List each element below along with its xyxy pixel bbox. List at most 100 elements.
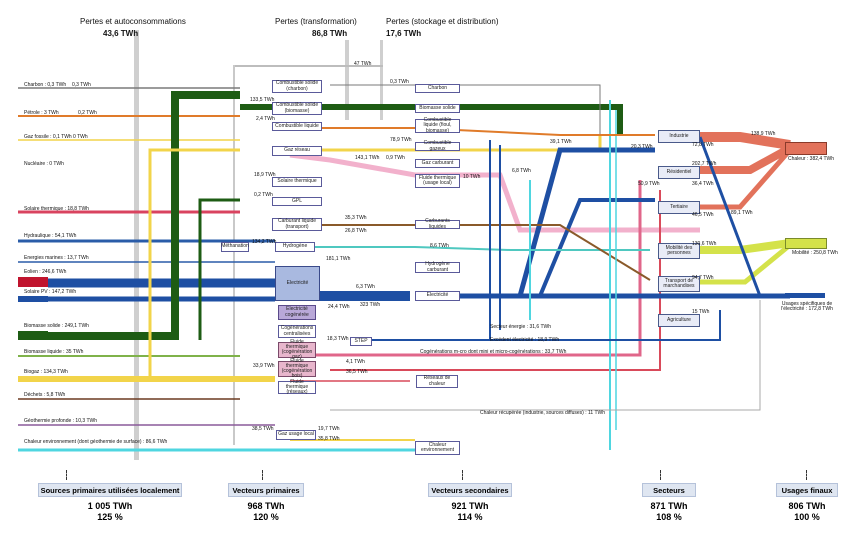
flow-label: 19,7 TWh — [318, 426, 340, 432]
sector-box: Industrie — [658, 130, 700, 143]
flow-label: 143,1 TWh — [355, 155, 380, 161]
footer-twh: 968 TWh — [247, 501, 285, 511]
secondary-vector-box: Electricité — [415, 291, 460, 301]
flow-label: 4,1 TWh — [346, 359, 365, 365]
footer-arrow — [262, 470, 264, 480]
flow-label: 36,4 TWh — [692, 181, 714, 187]
source-label: Pétrole : 3 TWh — [24, 110, 59, 116]
loss-value-autoconsommations: 43,6 TWh — [103, 29, 139, 38]
primary-vector-box: Electricité cogénérée — [278, 305, 316, 320]
footer-twh: 806 TWh — [788, 501, 826, 511]
footer-label: Vecteurs primaires — [228, 483, 304, 497]
note-label: Cogénérations m-cro dont mini et micro-c… — [420, 349, 567, 355]
loss-bar-2 — [345, 40, 349, 120]
flow-label: 18,3 TWh — [327, 336, 349, 342]
flow-label: 38,5 TWh — [252, 426, 274, 432]
flow-label: 78,9 TWh — [390, 137, 412, 143]
secondary-vector-box: Biomasse solide — [415, 104, 460, 113]
footer-label: Sources primaires utilisées localement — [38, 483, 182, 497]
final-use-label: Mobilité : 250,8 TWh — [792, 250, 838, 256]
flow-label: 20,3 TWh — [631, 144, 653, 150]
source-label: Gaz fossile : 0,1 TWh — [24, 134, 72, 140]
flow-label: 6,3 TWh — [356, 284, 375, 290]
flow-label: 50,9 TWh — [638, 181, 660, 187]
secondary-vector-box: Charbon — [415, 84, 460, 93]
sector-box: Transport de marchandises — [658, 276, 700, 292]
flow-label: 24,4 TWh — [328, 304, 350, 310]
primary-vector-box: Gaz usage local — [276, 430, 316, 440]
loss-title-stockage: Pertes (stockage et distribution) — [386, 17, 499, 26]
primary-vector-box: Réseaux de chaleur — [416, 375, 458, 388]
secondary-vector-box: Hydrogène carburant — [415, 262, 460, 273]
flow-label: 6,8 TWh — [512, 168, 531, 174]
flow-label: 0,9 TWh — [386, 155, 405, 161]
source-label: Charbon : 0,3 TWh — [24, 82, 67, 88]
secondary-vector-box: Carburants liquides — [415, 219, 460, 229]
final-use-label: Usages spécifiques de l'électricité : 17… — [781, 301, 833, 312]
footer-pct: 108 % — [656, 512, 682, 522]
flow-label: 0,3 TWh — [72, 82, 91, 88]
source-label: Hydraulique : 54,1 TWh — [24, 233, 77, 239]
primary-vector-box: Combustible solide (charbon) — [272, 80, 322, 93]
final-use-bar-chaleur — [785, 142, 827, 155]
flow-label: 138,9 TWh — [751, 131, 776, 137]
secondary-vector-box: Chaleur environnement — [415, 441, 460, 455]
flow-label: 202,7 TWh — [692, 161, 717, 167]
source-label: Energies marines : 13,7 TWh — [24, 255, 89, 261]
note-label: Secteur énergie : 31,6 TWh — [490, 324, 552, 330]
footer-arrow — [66, 470, 68, 480]
final-use-bar-mobilite — [785, 238, 827, 249]
flow-label: 323 TWh — [360, 302, 381, 308]
secondary-vector-box: Combustible liquide (fioul, biomasse) — [415, 118, 460, 133]
flow-label: 26,8 TWh — [345, 228, 367, 234]
footer-twh: 1 005 TWh — [87, 501, 133, 511]
flow-label: 89,1 TWh — [731, 210, 753, 216]
primary-vector-box: Hydrogène — [275, 242, 315, 252]
footer-pct: 125 % — [97, 512, 123, 522]
source-label: Déchets : 5,8 TWh — [24, 392, 66, 398]
flow-label: 18,9 TWh — [254, 172, 276, 178]
footer-label: Vecteurs secondaires — [428, 483, 512, 497]
flow-label: 47 TWh — [354, 61, 372, 67]
flow-label: 72,8 TWh — [692, 142, 714, 148]
footer-arrow — [462, 470, 464, 480]
flow-label: 10 TWh — [463, 174, 481, 180]
primary-vector-box: Fluide thermique (cogénération bois) — [278, 358, 316, 379]
footer-arrow — [806, 470, 808, 480]
footer-pct: 100 % — [794, 512, 820, 522]
secondary-vector-box: Fluide thermique (usage local) — [415, 174, 460, 188]
flow-label: 130,6 TWh — [692, 241, 717, 247]
loss-value-stockage: 17,6 TWh — [386, 29, 422, 38]
primary-vector-box: Fluide thermique (réseaux) — [278, 379, 316, 395]
source-label: Solaire PV : 147,2 TWh — [24, 289, 77, 295]
sector-box: Agriculture — [658, 314, 700, 327]
flow-label: 0,2 TWh — [254, 192, 273, 198]
secondary-vector-box: Combustible gazeux — [415, 141, 460, 151]
primary-vector-box: Electricité — [275, 266, 320, 301]
flow-label: 0 TWh — [73, 134, 88, 140]
footer-twh: 921 TWh — [451, 501, 489, 511]
primary-vector-box: Combustible solide (biomasse) — [272, 102, 322, 115]
flow-label: 134,2 TWh — [252, 239, 277, 245]
primary-vector-box: Fluide thermique (cogénération gaz) — [278, 339, 316, 360]
source-label: Chaleur environnement (dont géothermie d… — [24, 439, 168, 445]
flow-label: 0,3 TWh — [390, 79, 409, 85]
source-label: Géothermie profonde : 10,3 TWh — [24, 418, 98, 424]
loss-value-transformation: 86,8 TWh — [312, 29, 348, 38]
flow-label: 94,7 TWh — [692, 275, 714, 281]
sector-box: Mobilité des personnes — [658, 243, 700, 259]
flow-label: 2,4 TWh — [256, 116, 275, 122]
footer-pct: 114 % — [457, 512, 483, 522]
footer-twh: 871 TWh — [650, 501, 688, 511]
flow-label: 46,5 TWh — [692, 212, 714, 218]
flow-label: 0,2 TWh — [78, 110, 97, 116]
note-label: Excédent électricité : 18,9 TWh — [490, 337, 560, 343]
loss-title-transformation: Pertes (transformation) — [275, 17, 357, 26]
primary-vector-box: Carburant liquide (transport) — [272, 218, 322, 231]
secondary-vector-box: Gaz carburant — [415, 159, 460, 168]
final-use-bar-electricite — [785, 293, 825, 298]
loss-bar-1 — [134, 30, 139, 460]
primary-vector-box: Solaire thermique — [272, 177, 322, 187]
